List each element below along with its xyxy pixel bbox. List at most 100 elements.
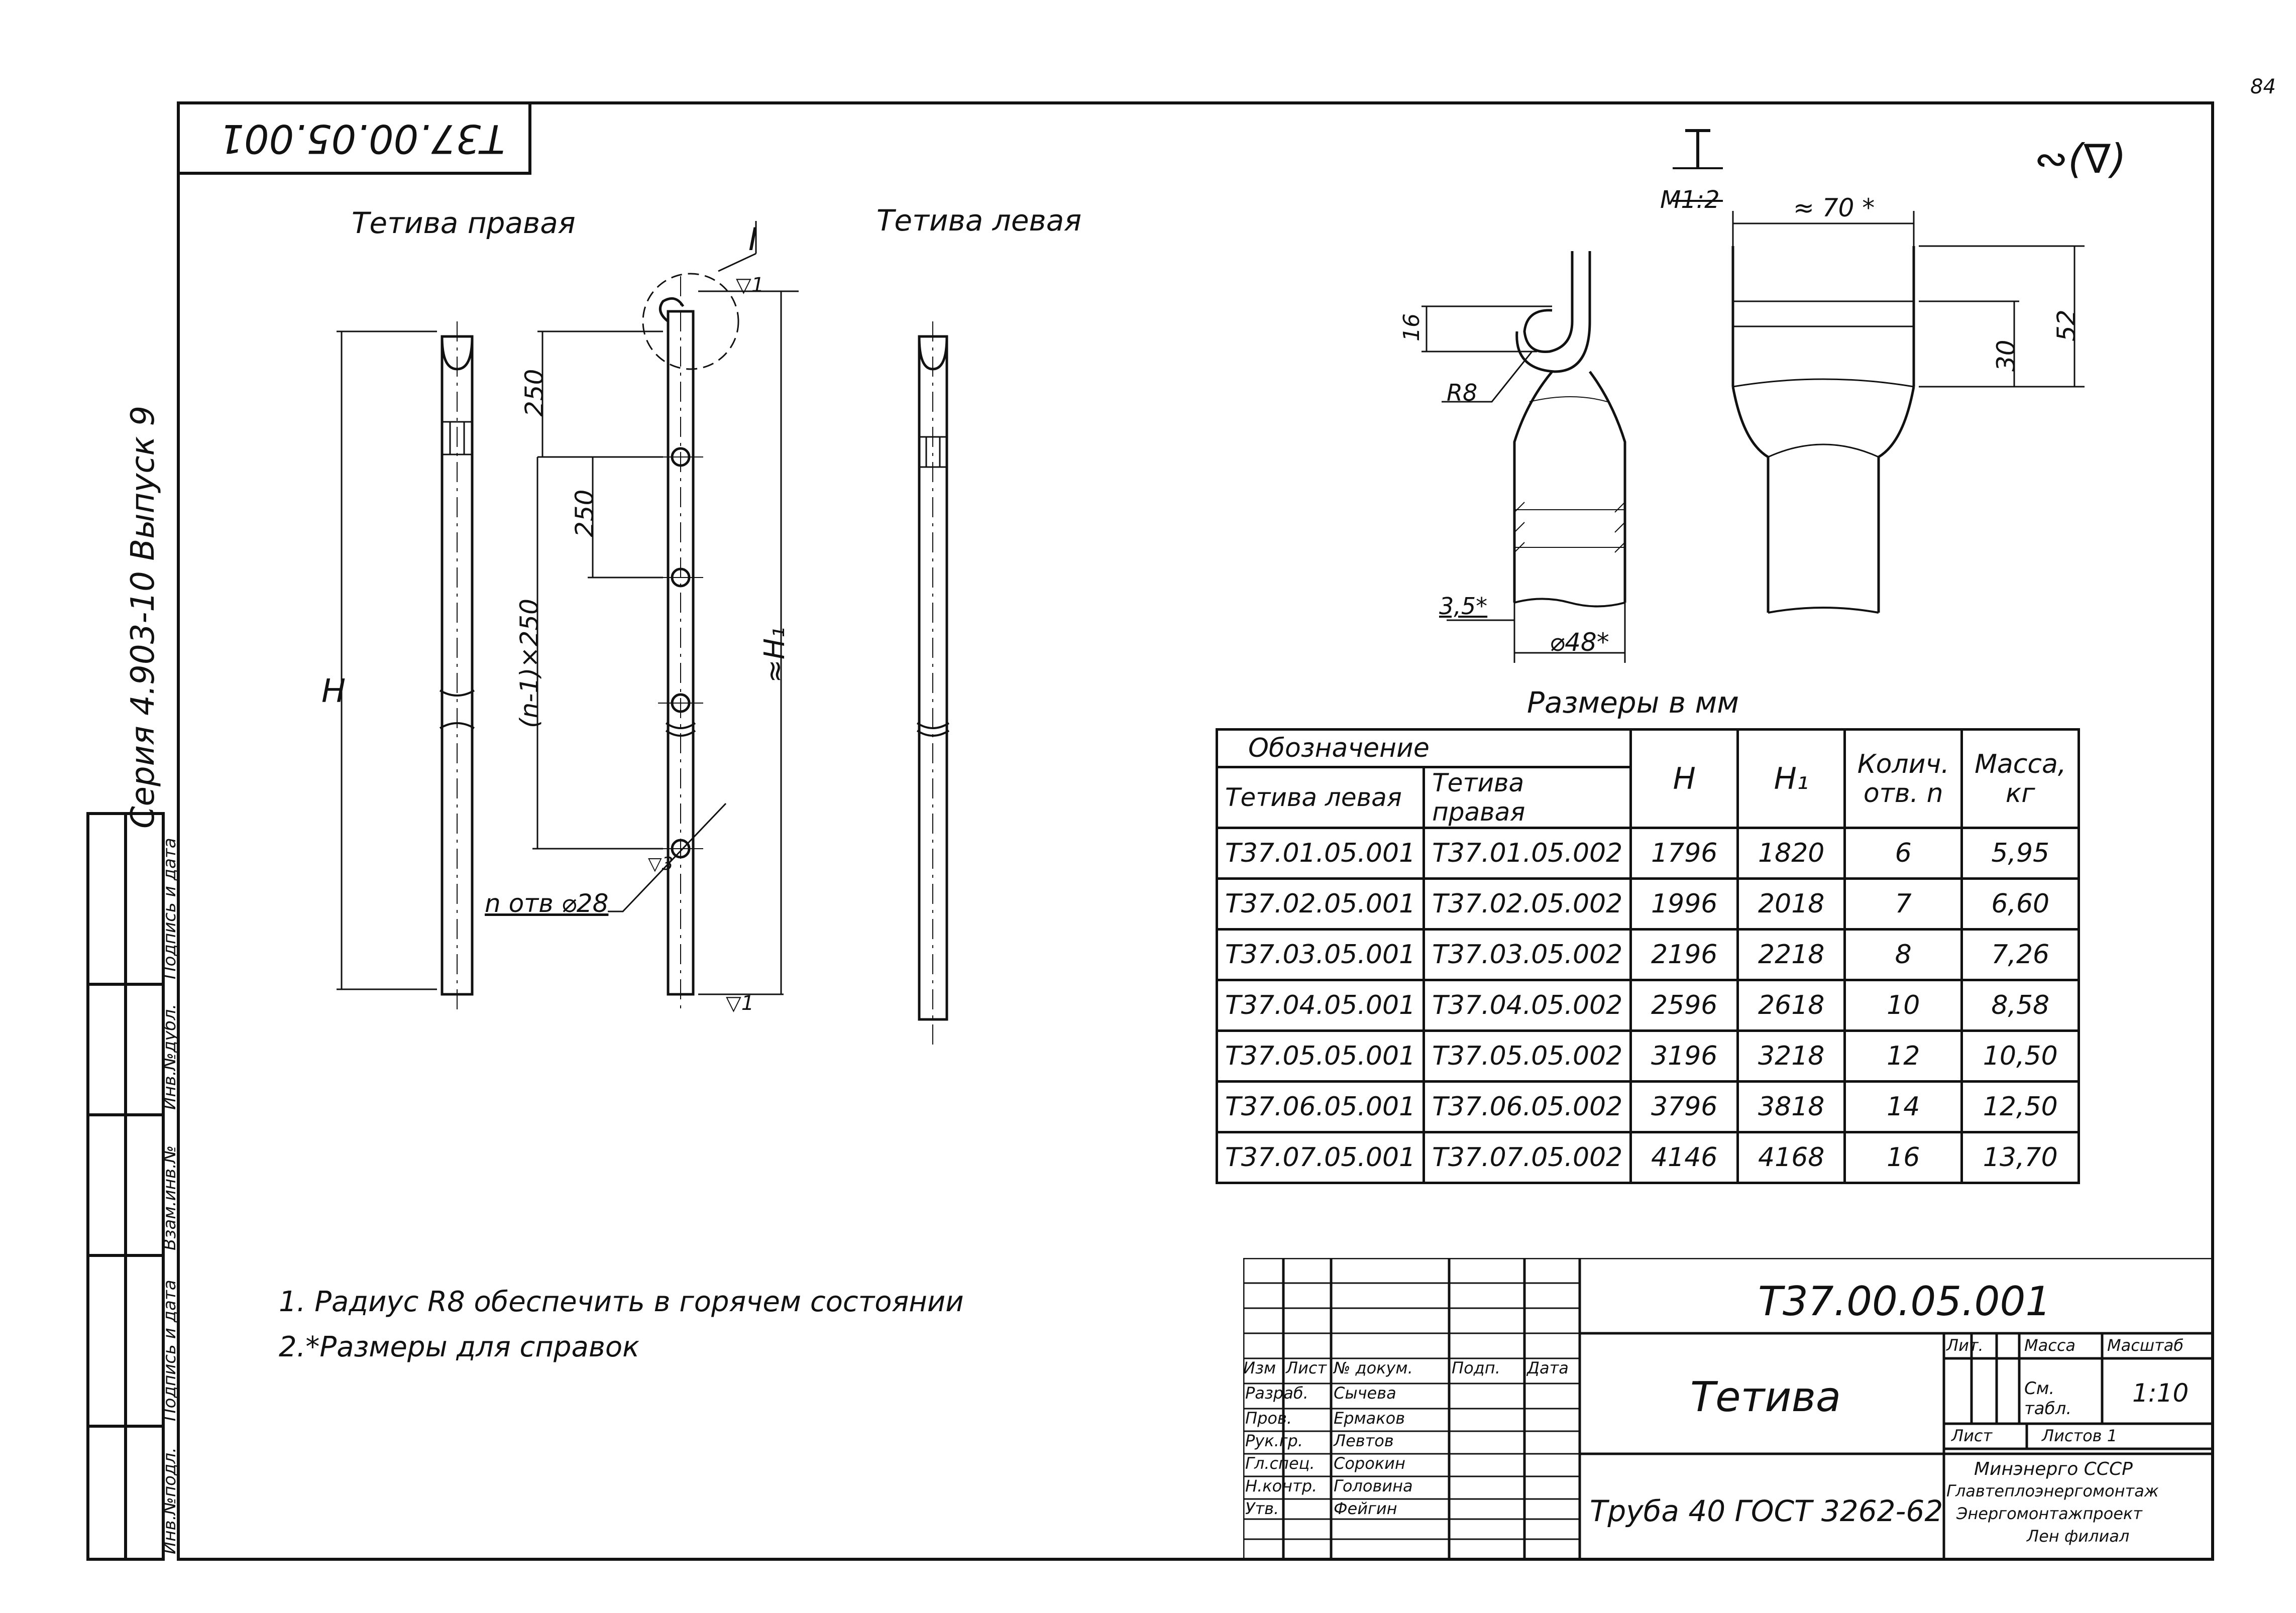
th-right: Тетива правая [1423,766,1632,829]
cell-h: 2196 [1629,928,1739,981]
table-row: Т37.07.05.001 Т37.07.05.002 4146 4168 16… [1215,1131,2081,1184]
tb-org-4: Лен филиал [2027,1527,2130,1546]
th-mass: Масса, кг [1960,728,2081,829]
table-row: Т37.01.05.001 Т37.01.05.002 1796 1820 6 … [1215,827,2081,880]
view-left-stringer [916,321,950,1045]
cell-h: 1796 [1629,827,1739,880]
cell-n: 12 [1843,1029,1963,1083]
side-stamp-3: Взам.инв.№ [160,1145,180,1250]
tb-name: Тетива [1690,1373,1841,1421]
th-h: H [1629,728,1739,829]
th-left: Тетива левая [1215,766,1426,829]
th-h1: H₁ [1736,728,1846,829]
dim-h: H [321,673,346,710]
spec-table: Обозначение H H₁ Колич. отв. n Масса, кг… [1215,728,2081,1184]
cell-h: 3796 [1629,1080,1739,1133]
roughness-symbol: ∾(∇) [2034,136,2126,182]
cell-n: 6 [1843,827,1963,880]
table-row: Т37.02.05.001 Т37.02.05.002 1996 2018 7 … [1215,877,2081,931]
series-text: Серия 4.903-10 Выпуск 9 [125,405,162,829]
cell-right: Т37.01.05.002 [1423,827,1632,880]
cell-h1: 2218 [1736,928,1846,981]
dim-h1: ≈H₁ [758,627,791,683]
view-left-title: Тетива левая [877,203,1082,238]
dim-n-250: (n-1)×250 [515,599,544,728]
cell-n: 8 [1843,928,1963,981]
th-designation: Обозначение [1215,728,1632,768]
detail-hook [1422,129,1723,663]
cell-right: Т37.04.05.002 [1423,979,1632,1032]
dim-30: 30 [1992,339,2021,372]
tb-code: Т37.00.05.001 [1758,1278,2051,1325]
cell-h: 4146 [1629,1131,1739,1184]
cell-mass: 7,26 [1960,928,2081,981]
table-row: Т37.05.05.001 Т37.05.05.002 3196 3218 12… [1215,1029,2081,1083]
sheet-frame [177,101,2214,1561]
view-right-title: Тетива правая [352,206,576,240]
page-mark: 84 [2250,75,2276,98]
cell-left: Т37.05.05.001 [1215,1029,1426,1083]
tb-role: Рук.гр. [1245,1431,1303,1450]
table-row: Т37.03.05.001 Т37.03.05.002 2196 2218 8 … [1215,928,2081,981]
mark-bottom: ▽1 [726,992,754,1015]
table-caption: Размеры в мм [1527,685,1739,720]
cell-h1: 3218 [1736,1029,1846,1083]
tb-head-izm: Изм [1243,1358,1276,1377]
tb-mass-label: Масса [2024,1336,2076,1355]
tb-head-sign: Подп. [1452,1358,1500,1377]
radius-r8: R8 [1447,379,1478,406]
tb-scale-value: 1:10 [2132,1378,2189,1408]
cell-left: Т37.01.05.001 [1215,827,1426,880]
cell-right: Т37.02.05.002 [1423,877,1632,931]
cell-left: Т37.03.05.001 [1215,928,1426,981]
note-1: 1. Радиус R8 обеспечить в горячем состоя… [279,1286,964,1318]
detail-flat [1731,211,2085,614]
tb-scale-label: Масштаб [2107,1336,2184,1355]
mark-hole: ▽3 [648,854,674,874]
tb-person: Головина [1334,1476,1413,1495]
cell-left: Т37.06.05.001 [1215,1080,1426,1133]
cell-h: 2596 [1629,979,1739,1032]
cell-h: 3196 [1629,1029,1739,1083]
cell-h1: 3818 [1736,1080,1846,1133]
top-code: Т37.00.05.001 [219,116,505,161]
cell-h: 1996 [1629,877,1739,931]
detail-mark: I [748,221,758,258]
dim-52: 52 [2052,309,2081,341]
tb-mass-value: См. табл. [2024,1378,2072,1419]
cell-n: 14 [1843,1080,1963,1133]
tb-sheets-label: Листов 1 [2042,1426,2118,1445]
side-stamp-2: Подпись и дата [160,1280,180,1421]
cell-mass: 5,95 [1960,827,2081,880]
cell-mass: 8,58 [1960,979,2081,1032]
tb-role: Гл.спец. [1245,1454,1315,1473]
mark-top: ▽1 [736,274,764,297]
side-stamp-1: Инв.№подл. [160,1447,180,1554]
cell-h1: 1820 [1736,827,1846,880]
cell-h1: 2018 [1736,877,1846,931]
tb-head-date: Дата [1527,1358,1569,1377]
title-block: Изм Лист № докум. Подп. Дата Разраб. Сыч… [1243,1258,2213,1559]
cell-left: Т37.02.05.001 [1215,877,1426,931]
cell-mass: 12,50 [1960,1080,2081,1133]
tb-org-1: Минэнерго СССР [1974,1459,2133,1479]
dim-16: 16 [1399,313,1425,341]
note-2: 2.*Размеры для справок [279,1331,639,1363]
dim-250-top: 250 [520,369,549,417]
tb-person: Сорокин [1334,1454,1405,1473]
cell-left: Т37.07.05.001 [1215,1131,1426,1184]
tb-material: Труба 40 ГОСТ 3262-62 [1590,1494,1943,1528]
cell-n: 16 [1843,1131,1963,1184]
cell-mass: 6,60 [1960,877,2081,931]
cell-mass: 10,50 [1960,1029,2081,1083]
tb-org-3: Энергомонтажпроект [1956,1504,2142,1523]
tb-role: Разраб. [1245,1384,1308,1403]
cell-h1: 4168 [1736,1131,1846,1184]
view-right-stringer-holes [532,221,799,1009]
side-stamp-5: Подпись и дата [160,838,180,979]
cell-right: Т37.06.05.002 [1423,1080,1632,1133]
dim-250-mid: 250 [570,489,599,537]
cell-left: Т37.04.05.001 [1215,979,1426,1032]
